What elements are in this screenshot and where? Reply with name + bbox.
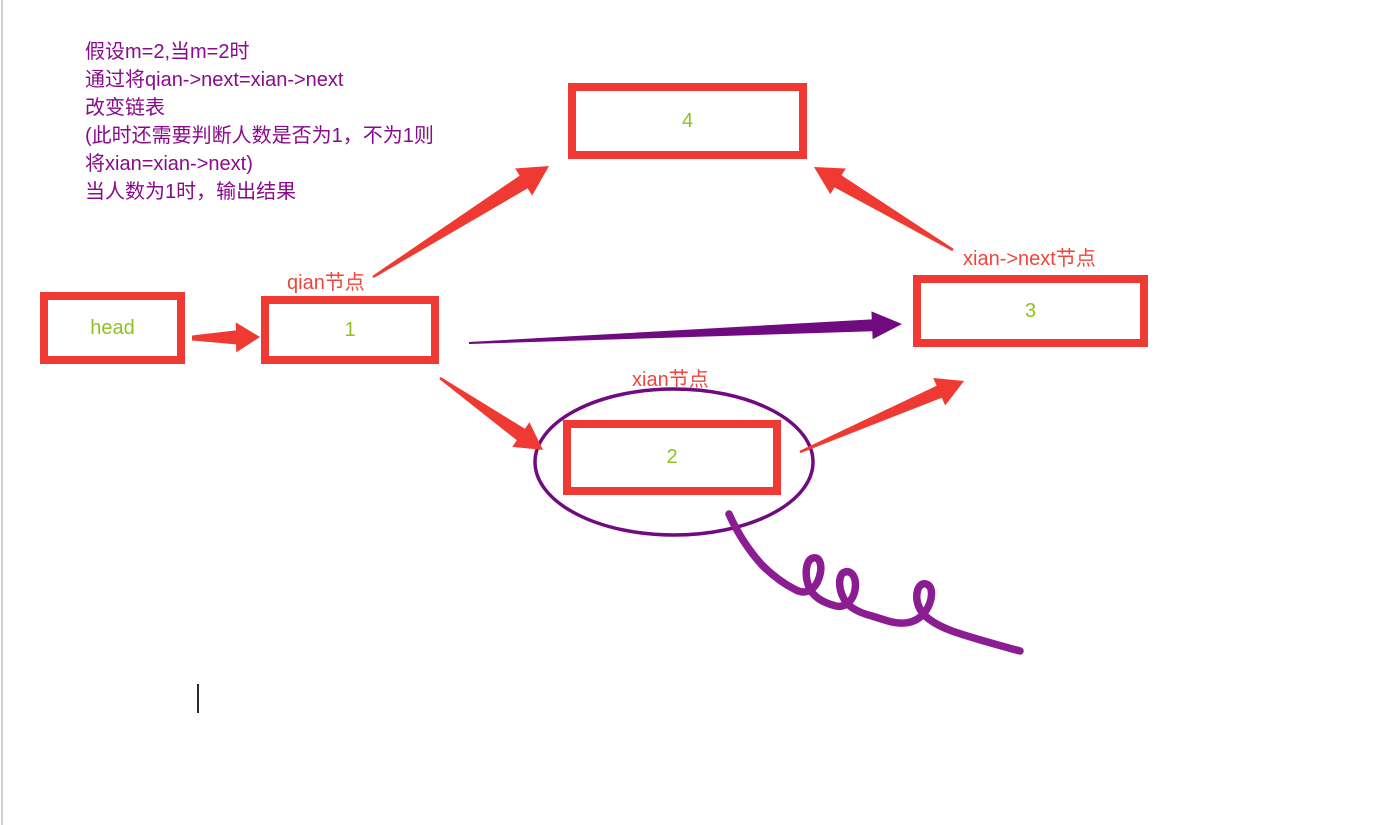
head-to-n1-arrow xyxy=(191,322,260,353)
note-line-6: 当人数为1时，输出结果 xyxy=(85,181,297,203)
label-qian-node: qian节点 xyxy=(287,272,365,294)
qian-to-n4-arrow xyxy=(372,166,549,279)
note-line-1: 假设m=2,当m=2时 xyxy=(85,41,250,63)
n1-to-circle-arrow xyxy=(439,376,543,450)
xian-circle xyxy=(533,387,815,537)
scribble-stroke xyxy=(725,510,1024,655)
n1-to-n3-arrow xyxy=(468,311,902,344)
node-2: 2 xyxy=(563,420,781,495)
note-line-3: 改变链表 xyxy=(85,97,165,119)
algorithm-notes: 假设m=2,当m=2时 通过将qian->next=xian->next 改变链… xyxy=(85,38,434,206)
label-xian-node: xian节点 xyxy=(632,369,709,391)
circle-to-n3-arrow xyxy=(799,377,964,454)
node-1: 1 xyxy=(261,296,439,364)
node-4: 4 xyxy=(568,83,807,159)
xiannext-to-n4-arrow xyxy=(814,167,954,252)
label-xian-next-node: xian->next节点 xyxy=(963,248,1096,270)
node-head-label: head xyxy=(90,316,135,339)
note-line-5: 将xian=xian->next) xyxy=(85,153,253,175)
node-2-label: 2 xyxy=(666,446,678,468)
node-4-label: 4 xyxy=(681,109,694,132)
node-head: head xyxy=(40,292,185,364)
node-3-label: 3 xyxy=(1024,299,1037,322)
note-line-4: (此时还需要判断人数是否为1，不为1则 xyxy=(85,125,434,147)
window-left-border xyxy=(1,0,3,825)
note-line-2: 通过将qian->next=xian->next xyxy=(85,69,344,91)
text-cursor xyxy=(197,684,199,713)
node-3: 3 xyxy=(913,275,1148,347)
node-1-label: 1 xyxy=(344,318,356,341)
